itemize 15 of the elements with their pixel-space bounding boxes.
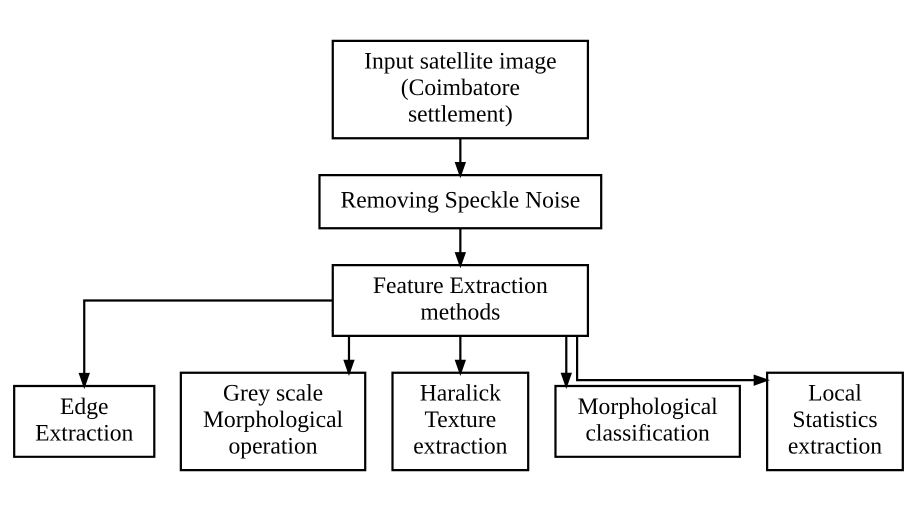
arrow — [454, 228, 466, 268]
arrow — [576, 336, 770, 386]
arrow — [454, 138, 466, 178]
node-box: Removing Speckle Noise — [318, 174, 602, 229]
arrow — [78, 298, 332, 389]
node-box: Feature Extraction methods — [332, 263, 590, 336]
arrow — [454, 336, 466, 376]
node-box: Grey scale Morphological operation — [180, 371, 366, 471]
node-box: Morphological classification — [554, 384, 741, 458]
node-box: Local Statistics extraction — [766, 371, 904, 471]
node-box: Input satellite image (Coimbatore settlement) — [332, 39, 590, 139]
arrow — [560, 336, 572, 388]
node-box: Edge Extraction — [13, 384, 156, 458]
node-box: Haralick Texture extraction — [391, 371, 530, 471]
arrow — [343, 336, 355, 376]
